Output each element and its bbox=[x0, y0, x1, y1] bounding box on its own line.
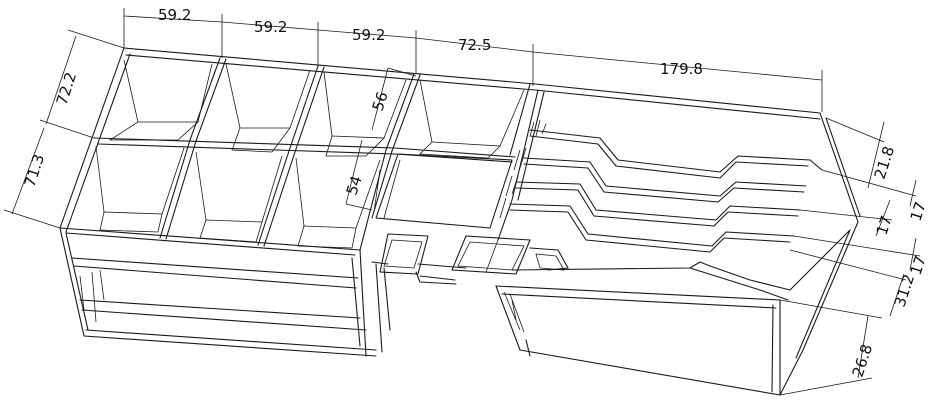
dimension-lines bbox=[3, 8, 921, 396]
dim-top-5: 179.8 bbox=[660, 60, 703, 78]
dim-inner-56: 56 bbox=[369, 90, 392, 114]
dim-top-3: 59.2 bbox=[352, 26, 385, 44]
dim-right-4: 17 bbox=[907, 254, 929, 278]
dimension-labels: 59.2 59.2 59.2 72.5 179.8 72.2 71.3 56 5… bbox=[21, 6, 929, 379]
dim-left-2: 71.3 bbox=[21, 152, 48, 189]
drawer-front-body bbox=[59, 227, 391, 357]
dim-inner-54: 54 bbox=[343, 174, 366, 198]
tray-outline bbox=[59, 47, 861, 396]
dim-top-1: 59.2 bbox=[158, 6, 191, 24]
coin-compartments bbox=[59, 57, 531, 256]
dim-top-4: 72.5 bbox=[458, 36, 491, 54]
note-section bbox=[495, 89, 851, 396]
dim-right-3: 17 bbox=[873, 214, 896, 238]
center-connector bbox=[371, 233, 569, 285]
dim-right-1: 21.8 bbox=[871, 144, 898, 181]
dim-left-1: 72.2 bbox=[53, 70, 80, 107]
dim-top-2: 59.2 bbox=[254, 18, 287, 36]
dim-right-6: 26.8 bbox=[849, 342, 876, 379]
dim-right-2: 17 bbox=[907, 200, 929, 224]
